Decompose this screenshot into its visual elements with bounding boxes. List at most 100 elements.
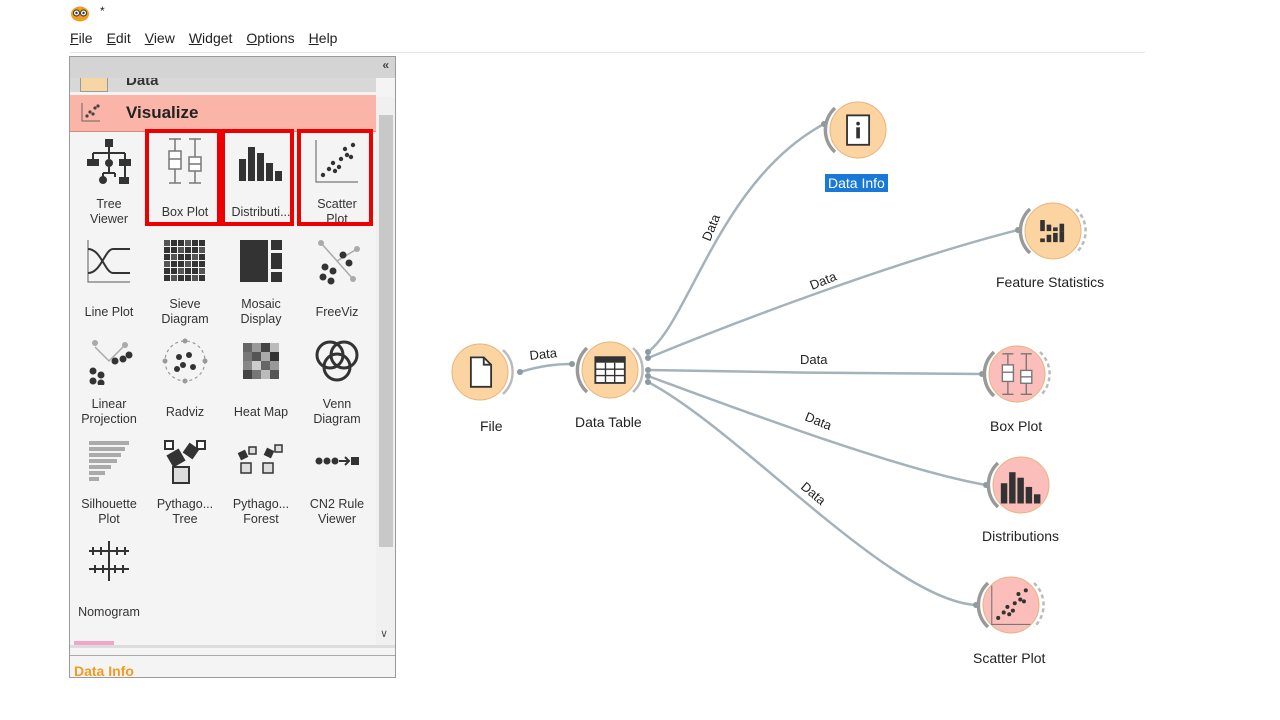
menu-options[interactable]: Options [246, 30, 295, 46]
window-title: * [100, 4, 105, 18]
scroll-down-icon[interactable]: ∨ [380, 628, 389, 640]
link-label: Data [800, 352, 828, 367]
pythagorean-tree-icon [164, 440, 206, 484]
link-anchor [645, 373, 651, 379]
menu-bar: File Edit View Widget Options Help [70, 30, 351, 46]
link-line[interactable] [647, 368, 983, 376]
scrollbar-thumb[interactable] [379, 115, 393, 547]
panel-divider [70, 645, 395, 648]
widget-pythagorean-tree[interactable]: Pythago...Tree [147, 431, 223, 527]
collapse-icon[interactable]: « [382, 58, 389, 72]
link-line[interactable] [647, 228, 1019, 360]
widget-radviz[interactable]: Radviz [147, 331, 223, 427]
node-scatter-plot[interactable] [975, 569, 1047, 641]
menu-file[interactable]: File [70, 30, 93, 46]
toolbox-header: « [70, 57, 395, 78]
category-data[interactable]: Data [70, 78, 376, 92]
link-anchor [517, 369, 523, 375]
menu-help[interactable]: Help [308, 30, 338, 46]
radviz-icon [162, 338, 208, 384]
pythagorean-forest-icon [237, 444, 283, 474]
node-label-box-plot[interactable]: Box Plot [990, 418, 1043, 434]
widget-line-plot[interactable]: Line Plot [71, 231, 147, 327]
info-divider [70, 655, 395, 656]
menu-widget[interactable]: Widget [188, 30, 233, 46]
node-label-data-info[interactable]: Data Info [825, 174, 888, 192]
data-category-icon [80, 78, 108, 92]
menu-view[interactable]: View [144, 30, 175, 46]
widget-label: Box Plot [161, 205, 209, 219]
node-data-table[interactable] [574, 334, 646, 406]
node-distributions[interactable] [985, 449, 1057, 521]
node-label-data-table[interactable]: Data Table [575, 414, 642, 430]
toolbox-scrollbar[interactable]: ∨ [376, 97, 395, 645]
widget-label: FreeViz [315, 305, 359, 319]
widget-distributions[interactable]: Distributi... [221, 129, 299, 227]
menu-edit[interactable]: Edit [106, 30, 131, 46]
node-label-file[interactable]: File [480, 418, 503, 434]
widget-label: Line Plot [84, 305, 134, 319]
link-anchor [645, 367, 651, 373]
node-label-feature-statistics[interactable]: Feature Statistics [996, 274, 1105, 290]
freeviz-icon [318, 240, 360, 285]
node-shape [451, 343, 514, 401]
tree-viewer-icon [87, 139, 131, 184]
widget-label: Pythago...Tree [156, 497, 214, 526]
link-line[interactable] [647, 122, 825, 353]
widget-pythagorean-forest[interactable]: Pythago...Forest [223, 431, 299, 527]
widget-box-plot[interactable]: Box Plot [145, 129, 223, 227]
link-anchor [645, 379, 651, 385]
widget-freeviz[interactable]: FreeViz [299, 231, 375, 327]
node-box-plot[interactable] [981, 338, 1053, 410]
highlight-box [145, 129, 221, 226]
widget-label: Pythago...Forest [232, 497, 290, 526]
widget-nomogram[interactable]: Nomogram [71, 531, 147, 627]
category-visualize[interactable]: Visualize [70, 95, 376, 132]
widget-label: Heat Map [233, 405, 289, 419]
nomogram-icon [89, 541, 129, 581]
node-shape [823, 101, 887, 159]
link-line[interactable] [647, 380, 977, 607]
highlight-box [221, 129, 294, 226]
link-anchor [645, 355, 651, 361]
node-file[interactable] [444, 336, 516, 408]
help-panel-title: Data Info [74, 663, 134, 678]
node-feature-statistics[interactable] [1017, 195, 1089, 267]
widget-label: Distributi... [231, 205, 291, 219]
widget-label: Nomogram [78, 605, 140, 619]
category-data-label: Data [126, 78, 159, 89]
sieve-diagram-icon [164, 240, 205, 281]
link-line[interactable] [647, 374, 987, 487]
linear-projection-icon [89, 340, 133, 385]
node-shape [982, 345, 1051, 403]
highlight-box [297, 129, 373, 226]
node-label-distributions[interactable]: Distributions [982, 528, 1060, 544]
cn2-rule-viewer-icon [315, 456, 359, 466]
node-shape [986, 456, 1050, 514]
category-visualize-label: Visualize [126, 103, 199, 122]
link-anchor [645, 349, 651, 355]
link-line[interactable] [519, 362, 573, 374]
node-shape [575, 341, 644, 399]
heat-map-icon [243, 343, 279, 379]
widget-heat-map[interactable]: Heat Map [223, 331, 299, 427]
node-shape [1018, 202, 1087, 260]
node-data-info[interactable] [822, 94, 894, 166]
scatter-plot-icon [315, 140, 358, 183]
node-label-scatter-plot[interactable]: Scatter Plot [973, 650, 1046, 666]
